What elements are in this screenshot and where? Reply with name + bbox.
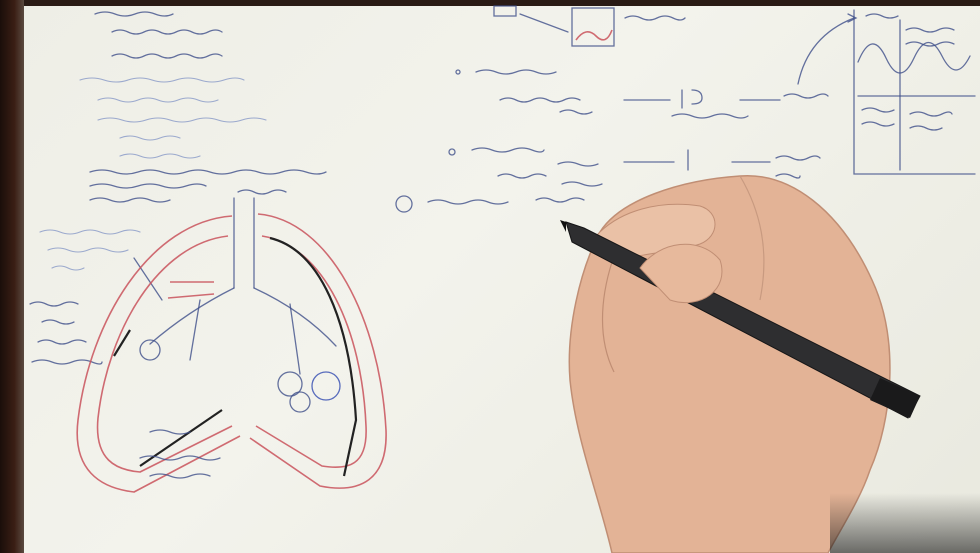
pressure-wave-graph — [798, 10, 975, 174]
notes-top-left — [80, 12, 326, 202]
frame-shadow — [830, 493, 980, 553]
lung-diagram — [77, 198, 386, 492]
top-center-sketch — [494, 6, 685, 46]
